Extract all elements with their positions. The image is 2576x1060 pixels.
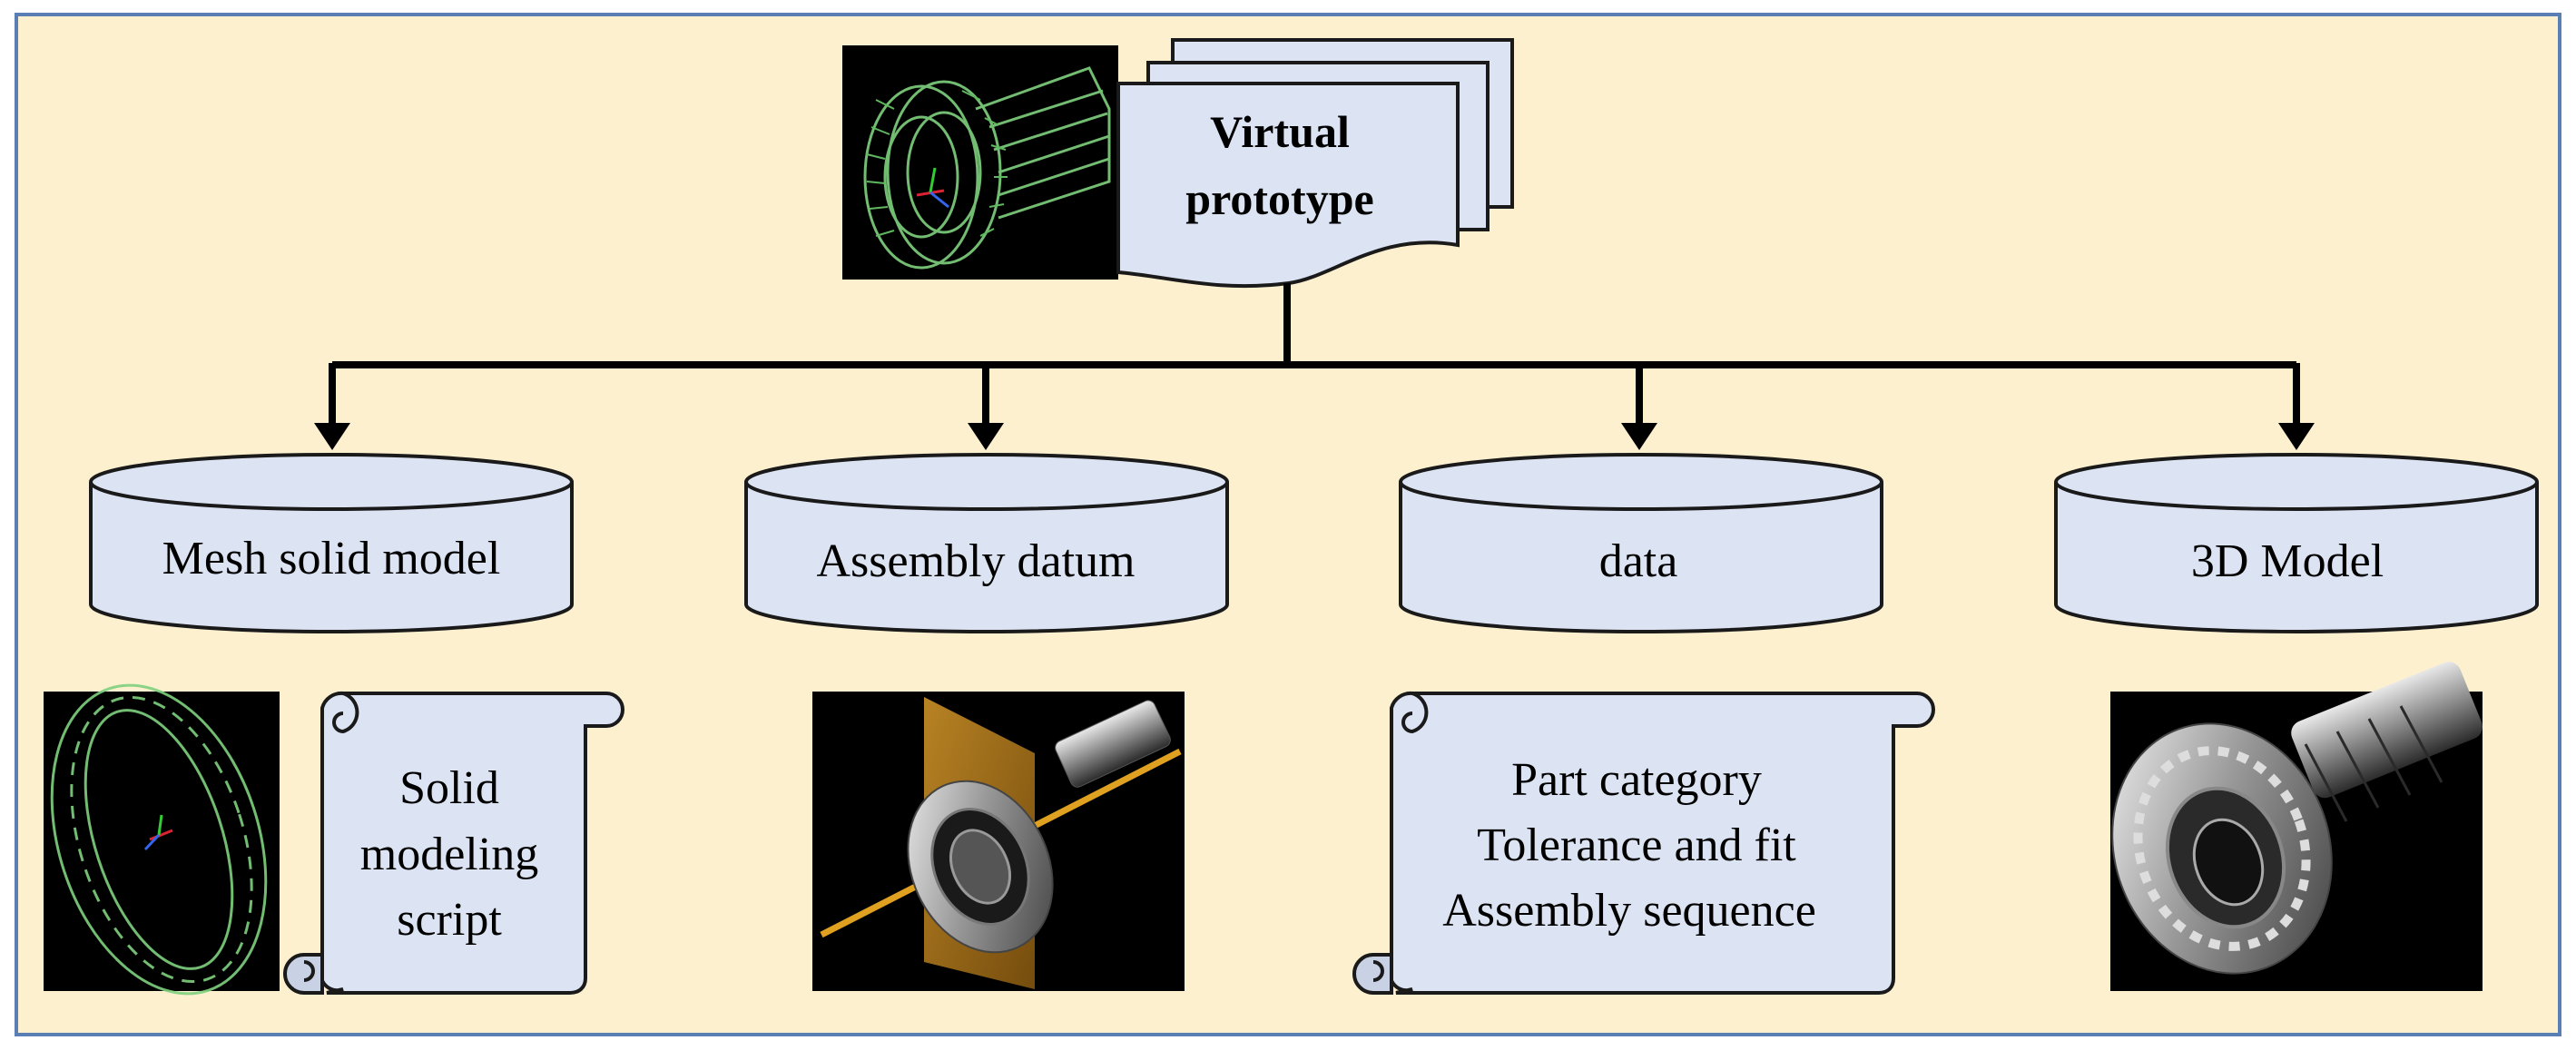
database-cylinder-2: Assembly datum <box>744 453 1229 633</box>
part-info-line-sequence: Assembly sequence <box>1442 885 1816 937</box>
database-cylinder-1: Mesh solid model <box>89 453 574 633</box>
scroll-part-info: Part category Tolerance and fit Assembly… <box>1352 691 1936 995</box>
branch-label-assembly-datum: Assembly datum <box>817 535 1136 587</box>
gear-wireframe-image <box>842 45 1118 280</box>
gear-ring-mesh-image <box>44 683 280 996</box>
database-cylinder-4: 3D Model <box>2054 453 2539 633</box>
scroll-solid-modeling-script: Solid modeling script <box>283 691 625 995</box>
tree-connectors <box>329 283 2300 427</box>
arrowhead-2 <box>968 423 1004 450</box>
arrowhead-3 <box>1621 423 1657 450</box>
script-line-solid: Solid <box>399 762 499 814</box>
branch-label-data: data <box>1599 535 1678 587</box>
branch-label-mesh-solid-model: Mesh solid model <box>162 533 501 584</box>
root-title-line2: prototype <box>1185 173 1373 224</box>
script-line-script: script <box>397 894 502 946</box>
arrowhead-4 <box>2278 423 2315 450</box>
arrowhead-1 <box>314 423 350 450</box>
branch-label-3d-model: 3D Model <box>2191 535 2384 587</box>
part-info-line-tolerance: Tolerance and fit <box>1477 820 1796 871</box>
arrowheads <box>314 423 2315 450</box>
virtual-prototype-document: Virtual prototype <box>1116 38 1514 289</box>
part-info-line-category: Part category <box>1511 754 1762 806</box>
rendered-gear-shaft-image <box>2110 662 2483 991</box>
root-title-line1: Virtual <box>1210 106 1350 157</box>
database-cylinder-3: data <box>1399 453 1883 633</box>
gear-datum-plane-image <box>812 692 1185 991</box>
script-line-modeling: modeling <box>360 829 538 880</box>
